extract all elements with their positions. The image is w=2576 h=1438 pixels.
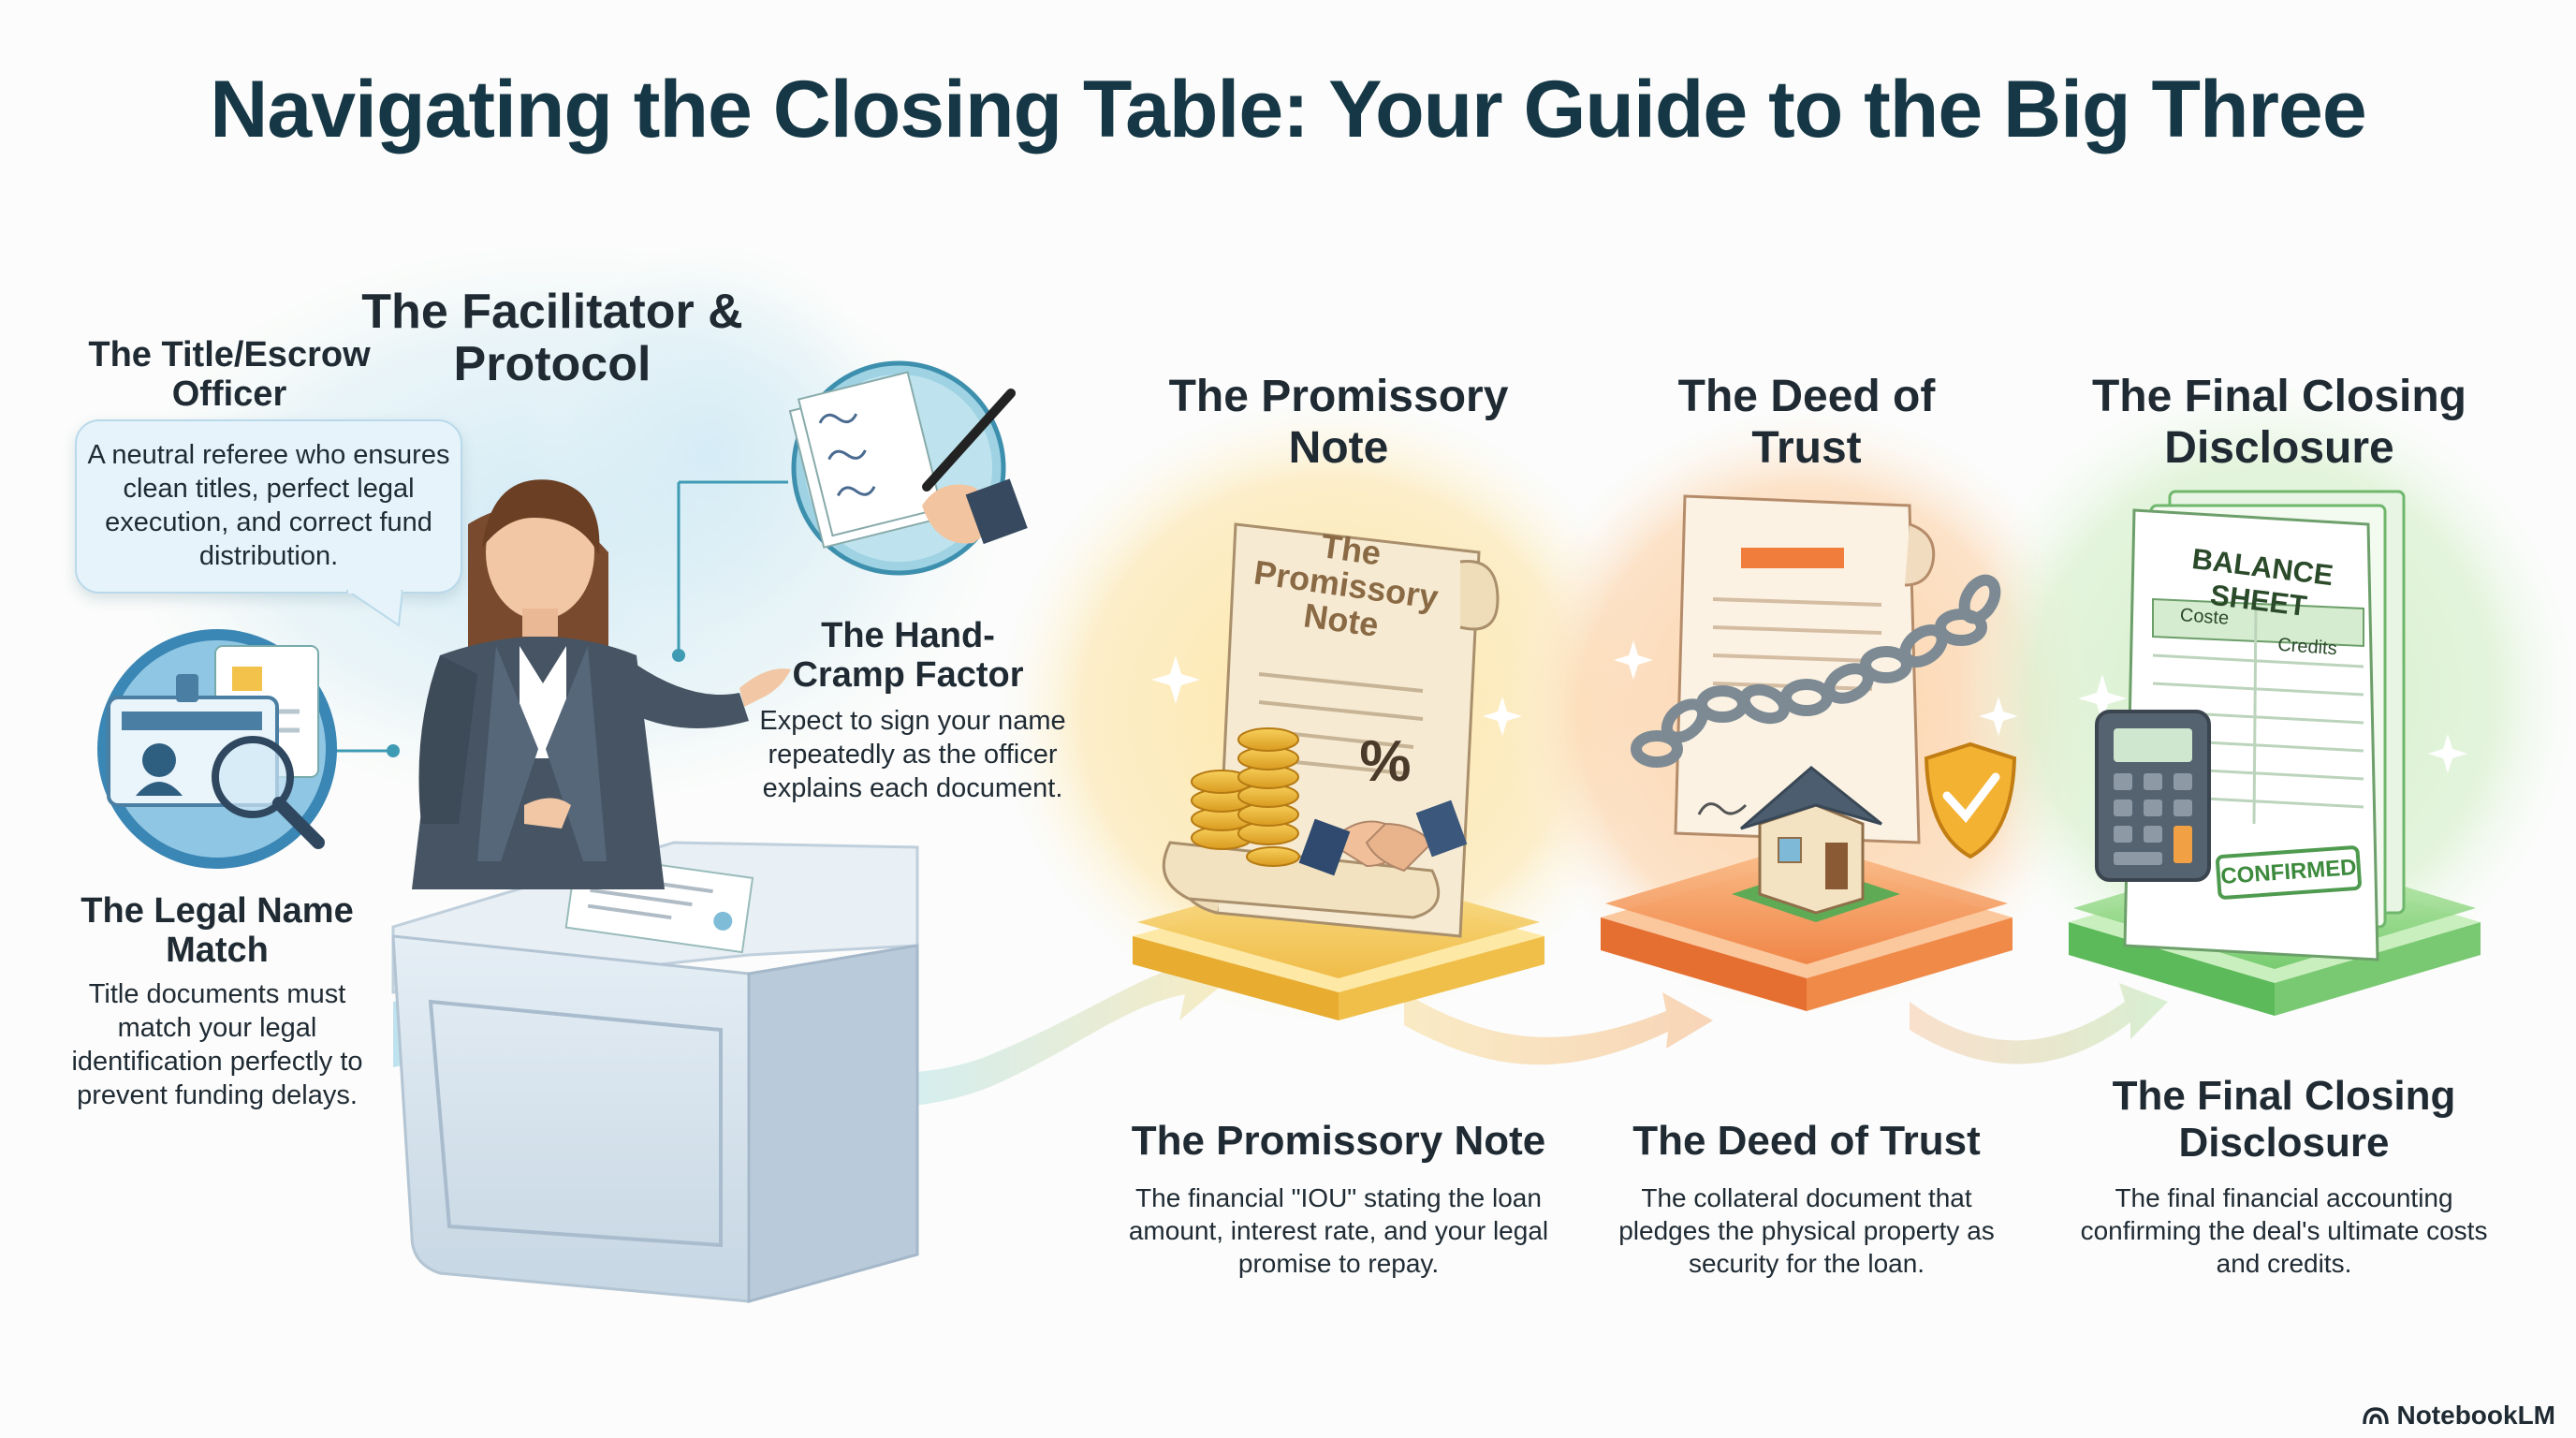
- facilitator-heading: The Facilitator & Protocol: [361, 285, 743, 391]
- id-card-magnifier-icon: [97, 629, 337, 869]
- deed-bottom-heading: The Deed of Trust: [1632, 1118, 1981, 1164]
- deed-stage: [1601, 494, 2017, 1011]
- shield-check-icon: [1924, 741, 2017, 859]
- legal-name-heading: The Legal Name Match: [80, 891, 354, 970]
- deed-description: The collateral document that pledges the…: [1618, 1183, 1995, 1278]
- promissory-description: The financial "IOU" stating the loan amo…: [1128, 1183, 1549, 1278]
- calculator-icon: [2095, 710, 2211, 882]
- hand-cramp-heading: The Hand-Cramp Factor: [792, 616, 1024, 695]
- notebooklm-logo-icon: [2363, 1407, 2390, 1425]
- bubble-tail: [346, 590, 402, 627]
- officer-speech-bubble: [75, 419, 462, 594]
- brand-mark: NotebookLM: [2363, 1401, 2555, 1431]
- promissory-top-heading: The Promissory Note: [1168, 372, 1509, 473]
- handshake-icon: [1298, 800, 1468, 876]
- officer-description: A neutral referee who ensures clean titl…: [87, 440, 450, 571]
- disclosure-top-heading: The Final Closing Disclosure: [2091, 372, 2466, 473]
- coins-icon: [1191, 727, 1300, 867]
- house-icon: [1732, 766, 1900, 922]
- page-title: Navigating the Closing Table: Your Guide…: [210, 65, 2366, 154]
- deed-top-heading: The Deed of Trust: [1677, 372, 1936, 473]
- promissory-stage: [1133, 522, 1544, 1020]
- legal-name-description: Title documents must match your legal id…: [71, 979, 363, 1110]
- officer-heading: The Title/Escrow Officer: [88, 335, 371, 414]
- promissory-bottom-heading: The Promissory Note: [1131, 1118, 1546, 1164]
- signing-icon: [788, 360, 1028, 576]
- officer-illustration: [412, 479, 791, 889]
- disclosure-bottom-heading: The Final Closing Disclosure: [2112, 1073, 2456, 1166]
- disclosure-description: The final financial accounting confirmin…: [2080, 1183, 2488, 1278]
- desk: [391, 841, 919, 1303]
- brand-name: NotebookLM: [2396, 1401, 2555, 1430]
- chain-icon: [1631, 574, 2001, 768]
- hand-cramp-description: Expect to sign your name repeatedly as t…: [759, 706, 1066, 803]
- percent-symbol: %: [1359, 729, 1412, 794]
- disclosure-stage: [2069, 490, 2481, 1016]
- flow-arrow: [393, 941, 1236, 1108]
- sparkles: [1151, 640, 2467, 773]
